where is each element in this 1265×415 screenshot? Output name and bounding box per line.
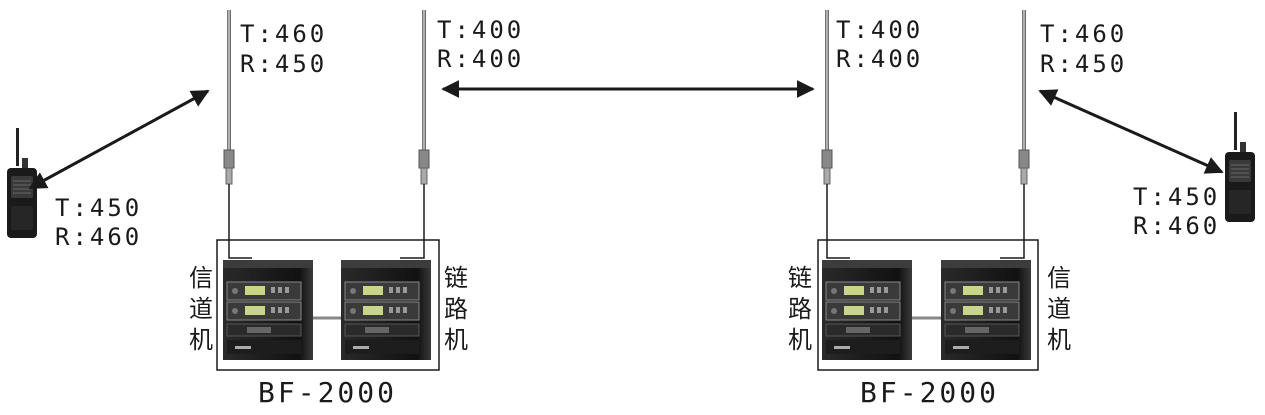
left-channel-antenna-rx: R:450 [240, 50, 328, 78]
right-radio-link-arrow [1038, 89, 1224, 174]
right-link-feedline [826, 184, 850, 259]
right-channel-unit-label: 信道机 [1047, 264, 1071, 354]
right-radio-rx: R:460 [1133, 212, 1221, 240]
left-channel-antenna-icon [223, 9, 235, 185]
right-link-antenna-tx: T:400 [836, 16, 924, 44]
right-link-unit [821, 259, 913, 361]
left-link-unit-label: 链路机 [444, 264, 468, 354]
left-handheld-radio-icon [6, 127, 38, 239]
left-radio-link-arrow [28, 89, 210, 190]
right-channel-unit [940, 259, 1032, 361]
left-channel-antenna-tx: T:460 [240, 20, 328, 48]
right-channel-feedline [1000, 184, 1025, 259]
right-model-label: BF-2000 [860, 376, 1000, 409]
right-link-unit-label: 链路机 [788, 264, 812, 354]
left-channel-unit-label: 信道机 [189, 264, 213, 354]
right-radio-tx: T:450 [1133, 183, 1221, 211]
right-link-antenna-icon [821, 9, 833, 185]
left-link-feedline [400, 184, 425, 259]
left-repeater-frame [216, 239, 440, 371]
right-channel-antenna-rx: R:450 [1040, 50, 1128, 78]
left-channel-unit [222, 259, 314, 361]
right-link-antenna-rx: R:400 [836, 45, 924, 73]
left-radio-rx: R:460 [55, 223, 143, 251]
left-radio-tx: T:450 [55, 194, 143, 222]
left-link-unit [340, 259, 432, 361]
left-link-antenna-rx: R:400 [437, 45, 525, 73]
right-handheld-radio-icon [1224, 111, 1256, 223]
left-link-antenna-icon [418, 9, 430, 185]
right-channel-antenna-icon [1018, 9, 1030, 185]
left-link-antenna-tx: T:400 [437, 16, 525, 44]
left-channel-feedline [228, 184, 252, 259]
right-channel-antenna-tx: T:460 [1040, 20, 1128, 48]
left-model-label: BF-2000 [258, 376, 398, 409]
right-repeater-frame [817, 239, 1039, 371]
